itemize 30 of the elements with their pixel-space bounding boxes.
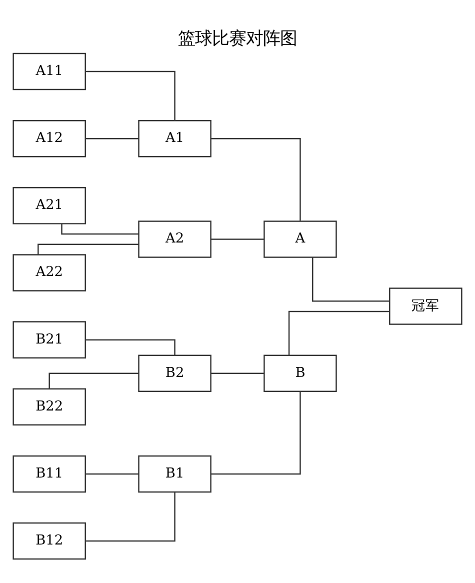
node-box: B1	[138, 454, 212, 492]
diagram-title: 篮球比赛对阵图	[178, 28, 297, 48]
node-box: B22	[12, 388, 86, 426]
node-box: A21	[12, 186, 86, 224]
connector	[211, 372, 264, 374]
connector	[211, 138, 301, 220]
connector	[211, 391, 301, 474]
connector	[86, 338, 176, 355]
node-box: A22	[12, 254, 86, 291]
connector	[48, 372, 138, 388]
connector	[312, 256, 390, 302]
node-box: A2	[138, 220, 212, 258]
node-box: B11	[12, 454, 86, 492]
connector	[38, 243, 139, 254]
node-box: B12	[12, 522, 86, 560]
node-box: A11	[12, 52, 86, 90]
node-box: B21	[12, 320, 86, 358]
node-box: A12	[12, 119, 86, 157]
connector	[86, 70, 176, 120]
connector	[61, 223, 139, 234]
connector	[86, 472, 139, 474]
node-box: 冠军	[389, 287, 462, 324]
connector	[86, 138, 139, 139]
node-box: A	[264, 220, 337, 258]
node-box: B2	[138, 354, 212, 392]
node-box: B	[264, 354, 337, 392]
connector	[288, 310, 390, 355]
node-box: A1	[138, 119, 212, 157]
connector	[211, 238, 264, 240]
connector	[86, 492, 176, 542]
